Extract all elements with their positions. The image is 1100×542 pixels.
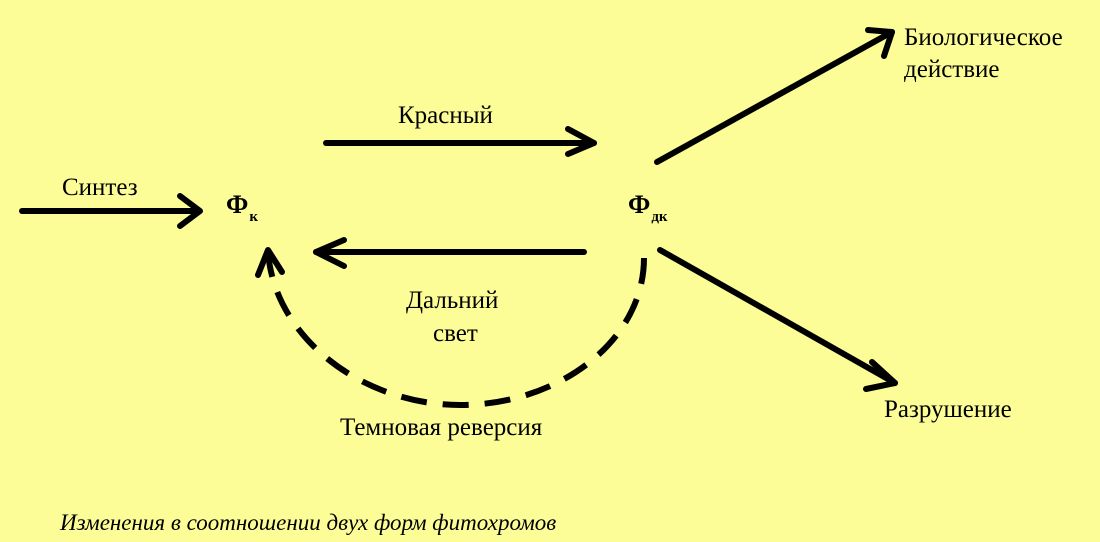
destruction-arrow — [657, 247, 898, 392]
far-red-arrow — [313, 237, 587, 269]
dark-reversion-arrow — [255, 247, 647, 408]
destruction-label: Разрушение — [884, 396, 1012, 423]
phi-k-subscript: к — [249, 209, 258, 225]
figure-caption: Изменения в соотношении двух форм фитохр… — [60, 510, 557, 535]
red-light-arrow — [323, 126, 597, 157]
synthesis-label: Синтез — [62, 174, 138, 201]
far-red-label-line1: Дальний — [406, 287, 499, 314]
synthesis-arrow — [19, 193, 203, 229]
phi-dk-node: Фдк — [628, 190, 668, 225]
biological-action-arrow — [654, 27, 895, 165]
phi-dk-symbol: Ф — [628, 190, 651, 219]
red-light-label: Красный — [398, 102, 493, 129]
dark-reversion-label: Темновая реверсия — [340, 414, 543, 441]
biological-action-label-line2: действие — [904, 56, 1000, 83]
phi-dk-subscript: дк — [651, 209, 668, 225]
biological-action-label-line1: Биологическое — [904, 24, 1063, 51]
phi-k-node: Фк — [226, 190, 258, 225]
far-red-label-line2: свет — [433, 320, 478, 347]
phi-k-symbol: Ф — [226, 190, 249, 219]
